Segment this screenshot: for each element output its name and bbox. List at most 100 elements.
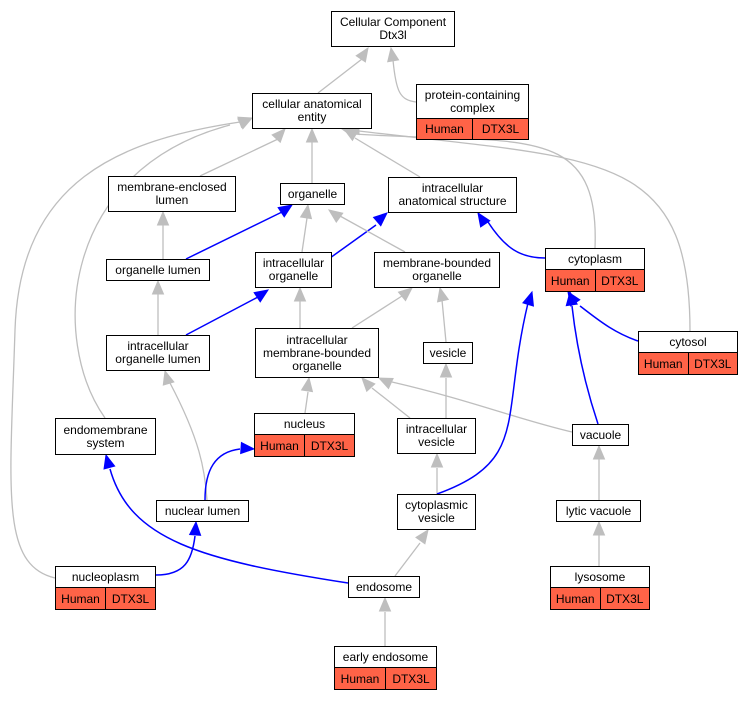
- edge-nl-nucleus-arrowhead: [240, 441, 256, 455]
- species-label: Human: [260, 438, 299, 453]
- edge-endosome-cv: [394, 542, 421, 577]
- node-vesicle[interactable]: vesicle: [423, 342, 473, 364]
- species-label: Human: [555, 591, 595, 606]
- edge-lv-vacuole-arrowhead: [592, 444, 606, 460]
- edge-iol-io: [185, 296, 259, 336]
- gene-label: DTX3L: [599, 588, 650, 609]
- edge-io-ias: [329, 224, 377, 259]
- edge-nucleus-imbo: [304, 391, 309, 414]
- node-membrane-bounded-organelle[interactable]: membrane-bounded organelle: [374, 252, 500, 288]
- node-cytoplasm[interactable]: cytoplasm: [545, 248, 645, 270]
- edge-ias-cae: [354, 137, 421, 178]
- node-organelle-lumen[interactable]: organelle lumen: [106, 259, 210, 281]
- gene-label: DTX3L: [687, 353, 738, 374]
- edge-ol-organelle-arrowhead: [277, 204, 294, 218]
- edge-cv-iv-arrowhead: [430, 452, 444, 468]
- annotation-lysosome: Human DTX3L: [550, 588, 650, 610]
- edge-endosome-endosys: [109, 468, 349, 584]
- node-cytosol[interactable]: cytosol: [638, 331, 738, 353]
- edge-cytoplasm-ias: [487, 221, 546, 259]
- annotation-nucleus: Human DTX3L: [254, 435, 355, 457]
- gene-label: DTX3L: [472, 119, 528, 139]
- edge-cv-cytoplasm-arrowhead: [522, 290, 535, 307]
- edge-organelle-cae-arrowhead: [305, 127, 319, 143]
- edge-nl-iol-arrowhead: [162, 369, 175, 386]
- edge-mel-cae: [199, 138, 279, 177]
- edge-vacuole-imbo-arrowhead: [377, 377, 394, 390]
- node-organelle[interactable]: organelle: [280, 183, 345, 205]
- edge-np-cae: [10, 121, 241, 579]
- gene-label: DTX3L: [304, 435, 354, 456]
- species-label: Human: [340, 671, 380, 686]
- edge-imbo-mbo-arrowhead: [397, 287, 413, 302]
- edge-imbo-io-arrowhead: [293, 286, 307, 302]
- node-intracellular-membrane-bounded-organelle[interactable]: intracellular membrane-bounded organelle: [255, 328, 379, 378]
- species-label: Human: [643, 356, 683, 371]
- node-intracellular-organelle[interactable]: intracellular organelle: [255, 252, 332, 288]
- edge-io-organelle: [301, 217, 308, 253]
- edge-iol-io-arrowhead: [253, 289, 270, 303]
- gene-label: DTX3L: [105, 588, 155, 609]
- gene-label: DTX3L: [594, 270, 645, 291]
- gene-label: DTX3L: [385, 668, 436, 689]
- node-intracellular-anatomical-structure[interactable]: intracellular anatomical structure: [388, 177, 517, 213]
- node-intracellular-organelle-lumen[interactable]: intracellular organelle lumen: [106, 335, 210, 371]
- edge-vacuole-cytoplasm-arrowhead: [565, 290, 578, 307]
- annotation-cytoplasm: Human DTX3L: [545, 270, 645, 292]
- edge-cytosol-cae: [358, 130, 691, 332]
- annotation-protein-containing-complex: Human DTX3L: [416, 119, 529, 140]
- edge-vacuole-cytoplasm: [571, 305, 599, 425]
- edge-mbo-organelle-arrowhead: [327, 209, 344, 223]
- edge-lysosome-lv-arrowhead: [592, 520, 606, 536]
- edge-imbo-mbo: [351, 295, 403, 329]
- node-membrane-enclosed-lumen[interactable]: membrane-enclosed lumen: [108, 176, 236, 212]
- edge-pcc-root: [392, 59, 417, 103]
- edge-iv-imbo-arrowhead: [361, 377, 376, 393]
- edge-nl-iol: [169, 382, 208, 501]
- annotation-early-endosome: Human DTX3L: [334, 668, 437, 690]
- species-label: Human: [61, 591, 100, 606]
- edge-vacuole-imbo: [391, 381, 573, 433]
- species-label: Human: [550, 273, 590, 288]
- species-label: Human: [425, 122, 464, 136]
- node-lytic-vacuole[interactable]: lytic vacuole: [556, 500, 641, 522]
- node-cytoplasmic-vesicle[interactable]: cytoplasmic vesicle: [397, 494, 476, 530]
- node-nucleoplasm[interactable]: nucleoplasm: [55, 566, 156, 588]
- edge-cae-root: [317, 58, 363, 94]
- node-cellular-component[interactable]: Cellular Component Dtx3l: [331, 11, 455, 47]
- edge-io-ias-arrowhead: [372, 212, 388, 227]
- edge-np-cae-arrowhead: [237, 116, 254, 129]
- edge-cae-root-arrowhead: [355, 46, 369, 63]
- node-endomembrane-system[interactable]: endomembrane system: [55, 418, 156, 455]
- node-cellular-anatomical-entity[interactable]: cellular anatomical entity: [252, 93, 372, 129]
- edge-np-nl: [155, 535, 196, 576]
- edge-mbo-organelle: [339, 215, 406, 253]
- edge-ol-organelle: [185, 211, 283, 260]
- node-intracellular-vesicle[interactable]: intracellular vesicle: [397, 418, 476, 454]
- edge-endosome-endosys-arrowhead: [103, 453, 116, 470]
- node-vacuole[interactable]: vacuole: [572, 424, 629, 446]
- annotation-nucleoplasm: Human DTX3L: [55, 588, 156, 610]
- edge-io-organelle-arrowhead: [299, 203, 313, 220]
- node-protein-containing-complex[interactable]: protein-containing complex: [416, 84, 529, 119]
- edge-nucleus-imbo-arrowhead: [300, 376, 314, 393]
- edge-cytosol-cytoplasm: [579, 305, 639, 342]
- node-endosome[interactable]: endosome: [348, 576, 420, 598]
- annotation-cytosol: Human DTX3L: [638, 353, 738, 375]
- node-lysosome[interactable]: lysosome: [550, 566, 650, 588]
- edge-ee-endosome-arrowhead: [378, 596, 392, 612]
- edge-np-nl-arrowhead: [188, 520, 202, 536]
- edge-endosys-cae: [74, 124, 231, 419]
- node-nuclear-lumen[interactable]: nuclear lumen: [156, 500, 249, 522]
- edge-endosome-cv-arrowhead: [415, 528, 429, 545]
- edge-vesicle-mbo-arrowhead: [436, 286, 450, 303]
- node-early-endosome[interactable]: early endosome: [334, 646, 437, 668]
- edge-iv-vesicle-arrowhead: [439, 362, 453, 378]
- edge-iol-ol-arrowhead: [151, 279, 165, 295]
- edge-ol-mel-arrowhead: [156, 210, 170, 226]
- edge-nl-nucleus: [204, 448, 241, 501]
- edge-vesicle-mbo: [441, 299, 447, 343]
- node-nucleus[interactable]: nucleus: [254, 413, 355, 435]
